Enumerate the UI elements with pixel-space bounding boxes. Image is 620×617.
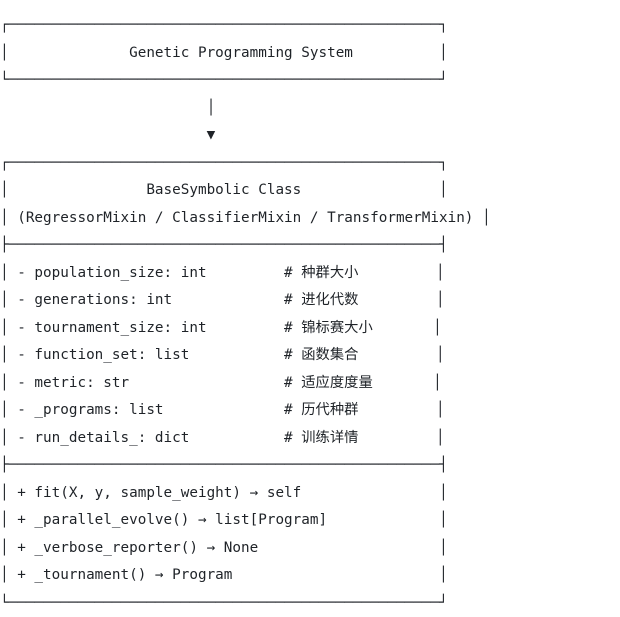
attribute-generations: │ - generations: int # 进化代数 │ (0, 287, 620, 315)
attribute-tournament-size: │ - tournament_size: int # 锦标赛大小 │ (0, 315, 620, 343)
attribute-run-details: │ - run_details_: dict # 训练详情 │ (0, 425, 620, 453)
connector-line: │ (0, 95, 620, 123)
attribute-programs: │ - _programs: list # 历代种群 │ (0, 397, 620, 425)
attribute-metric: │ - metric: str # 适应度度量 │ (0, 370, 620, 398)
class-name: │ BaseSymbolic Class │ (0, 177, 620, 205)
method-fit: │ + fit(X, y, sample_weight) → self │ (0, 480, 620, 508)
system-box-title: │ Genetic Programming System │ (0, 40, 620, 68)
attribute-function-set: │ - function_set: list # 函数集合 │ (0, 342, 620, 370)
methods-divider: ├───────────────────────────────────────… (0, 452, 620, 480)
attribute-population-size: │ - population_size: int # 种群大小 │ (0, 260, 620, 288)
system-box-top-border: ┌───────────────────────────────────────… (0, 12, 620, 40)
attributes-divider: ├───────────────────────────────────────… (0, 232, 620, 260)
method-parallel-evolve: │ + _parallel_evolve() → list[Program] │ (0, 507, 620, 535)
method-verbose-reporter: │ + _verbose_reporter() → None │ (0, 535, 620, 563)
class-box-top-border: ┌───────────────────────────────────────… (0, 150, 620, 178)
class-box-bottom-border: └───────────────────────────────────────… (0, 590, 620, 617)
class-mixins: │ (RegressorMixin / ClassifierMixin / Tr… (0, 205, 620, 233)
connector-arrow: ▼ (0, 122, 620, 150)
method-tournament: │ + _tournament() → Program │ (0, 562, 620, 590)
system-box-bottom-border: └───────────────────────────────────────… (0, 67, 620, 95)
